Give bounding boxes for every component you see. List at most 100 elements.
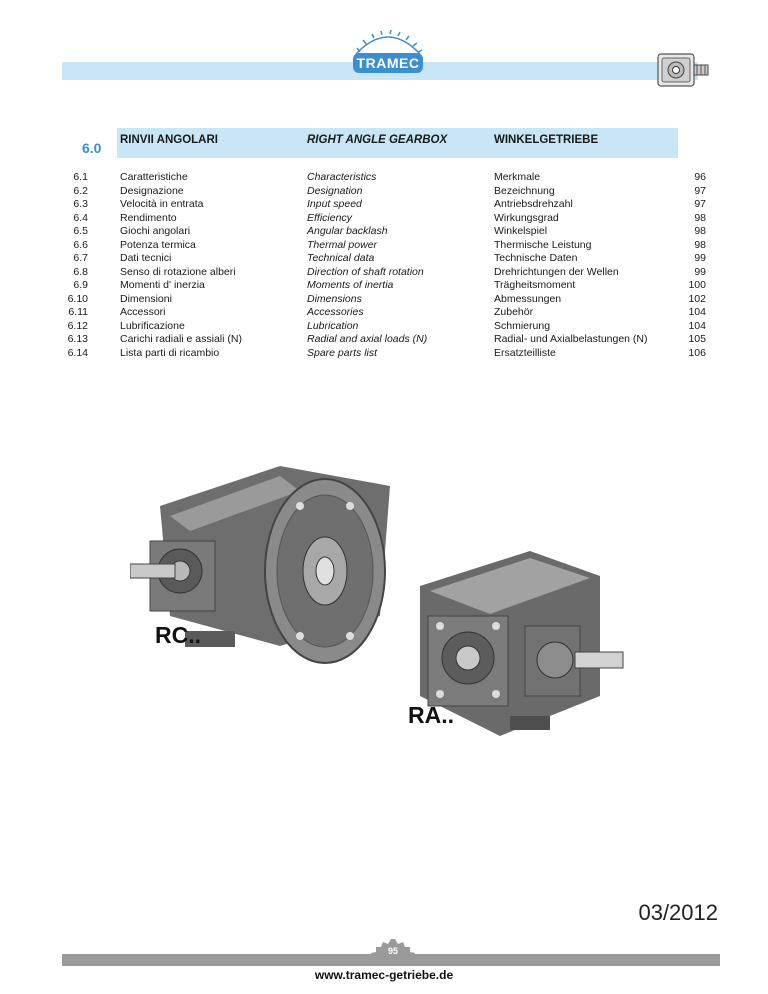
toc-label-de: Trägheitsmoment [494,279,576,291]
toc-label-en: Characteristics [307,171,377,183]
toc-row: 6.14 Lista parti di ricambio Spare parts l… [0,347,768,361]
toc-label-en: Radial and axial loads (N) [307,333,428,345]
toc-label-it: Potenza termica [120,238,196,251]
section-title-it: RINVII ANGOLARI [120,134,218,146]
toc-row: 6.9 Momenti d' inerzia Moments of inertia T… [0,279,768,293]
toc-label-de: Merkmale [494,171,541,183]
toc-row: 6.8 Senso di rotazione alberi Direction of… [0,266,768,280]
toc-label-de: Wirkungsgrad [494,211,559,224]
ra-model-label: RA.. [408,702,454,728]
toc-number: 6.5 [73,225,88,237]
toc-label-en: Direction of shaft rotation [307,265,424,278]
toc-number: 6.14 [67,346,88,359]
toc-page: 97 [694,184,706,197]
toc-label-de: Bezeichnung [494,184,555,197]
toc-row: 6.1 Caratteristiche Characteristics Merkmal… [0,171,768,185]
toc-label-it: Accessori [120,306,166,318]
toc-label-it: Lista parti di ricambio [120,346,220,359]
toc-label-de: Technische Daten [494,252,578,264]
toc-page: 104 [688,319,706,332]
toc-number: 6.13 [67,333,88,345]
gearbox-product-photo [130,446,660,770]
toc-label-de: Schmierung [494,319,551,332]
rc-gearbox-image [130,466,390,664]
toc-label-it: Designazione [120,184,184,197]
toc-number: 6.8 [73,265,88,278]
website-link[interactable]: www.tramec-getriebe.de [314,968,454,982]
toc-label-it: Giochi angolari [120,225,191,237]
toc-page: 98 [694,225,706,237]
toc-page: 99 [694,252,706,264]
toc-label-de: Ersatzteilliste [494,346,556,359]
toc-label-it: Senso di rotazione alberi [120,265,236,278]
toc-row: 6.13 Carichi radiali e assiali (N) Radial … [0,333,768,347]
toc-label-en: Angular backlash [307,225,388,237]
toc-page: 99 [694,265,706,278]
toc-row: 6.4 Rendimento Efficiency Wirkungsgrad 98 [0,212,768,226]
toc-page: 105 [688,333,706,345]
toc-number: 6.9 [73,279,88,291]
section-title-de: WINKELGETRIEBE [494,134,599,146]
toc-label-it: Velocità in entrata [120,198,204,210]
toc-row: 6.2 Designazione Designation Bezeichnung 97 [0,185,768,199]
section-number: 6.0 [82,140,102,156]
toc-row: 6.12 Lubrificazione Lubrication Schmierung 1… [0,320,768,334]
toc-page: 106 [688,346,706,359]
section-header-band [117,128,678,158]
toc-label-en: Accessories [307,306,364,318]
table-of-contents: 6.1 Caratteristiche Characteristics Merkmal… [0,171,768,360]
toc-number: 6.4 [73,211,88,224]
toc-page: 100 [688,279,706,291]
toc-label-en: Lubrication [307,319,359,332]
toc-number: 6.12 [67,319,88,332]
toc-label-it: Momenti d' inerzia [120,279,205,291]
toc-label-it: Rendimento [120,211,177,224]
toc-label-en: Efficiency [307,211,352,224]
toc-row: 6.5 Giochi angolari Angular backlash Winkel… [0,225,768,239]
toc-label-de: Thermische Leistung [494,238,592,251]
toc-page: 97 [694,198,706,210]
toc-label-it: Dimensioni [120,292,172,305]
ra-gearbox-image [420,551,624,736]
toc-row: 6.11 Accessori Accessories Zubehör 104 [0,306,768,320]
toc-page: 98 [694,211,706,224]
toc-number: 6.6 [73,238,88,251]
toc-label-en: Spare parts list [307,346,378,359]
toc-page: 96 [694,171,706,183]
toc-number: 6.7 [73,252,88,264]
toc-label-en: Thermal power [307,238,378,251]
toc-number: 6.11 [68,306,88,318]
toc-label-de: Zubehör [494,306,534,318]
rc-model-label: RC.. [155,622,201,648]
toc-label-de: Drehrichtungen der Wellen [494,265,619,278]
toc-page: 104 [688,306,706,318]
toc-label-en: Input speed [307,198,362,210]
toc-label-it: Dati tecnici [120,252,172,264]
toc-number: 6.1 [73,171,88,183]
section-title-en: RIGHT ANGLE GEARBOX [307,134,448,146]
toc-label-it: Carichi radiali e assiali (N) [120,333,242,345]
toc-label-de: Winkelspiel [494,225,548,237]
edition-date: 03/2012 [638,900,718,925]
toc-label-de: Radial- und Axialbelastungen (N) [494,333,648,345]
toc-label-en: Designation [307,184,363,197]
toc-row: 6.6 Potenza termica Thermal power Thermisch… [0,239,768,253]
page-number: 95 [387,946,398,956]
toc-label-it: Caratteristiche [120,171,188,183]
gearbox-thumbnail-icon [657,53,709,87]
toc-number: 6.3 [73,198,88,210]
toc-page: 102 [688,292,706,305]
toc-row: 6.7 Dati tecnici Technical data Technische … [0,252,768,266]
toc-label-en: Technical data [307,252,375,264]
toc-number: 6.2 [73,184,88,197]
toc-page: 98 [694,238,706,251]
brand-name: TRAMEC [356,55,420,71]
gear-icon [368,939,418,966]
toc-label-de: Abmessungen [494,292,562,305]
toc-number: 6.10 [67,292,88,305]
tramec-logo [353,29,423,73]
toc-label-it: Lubrificazione [120,319,185,332]
toc-label-en: Moments of inertia [307,279,394,291]
